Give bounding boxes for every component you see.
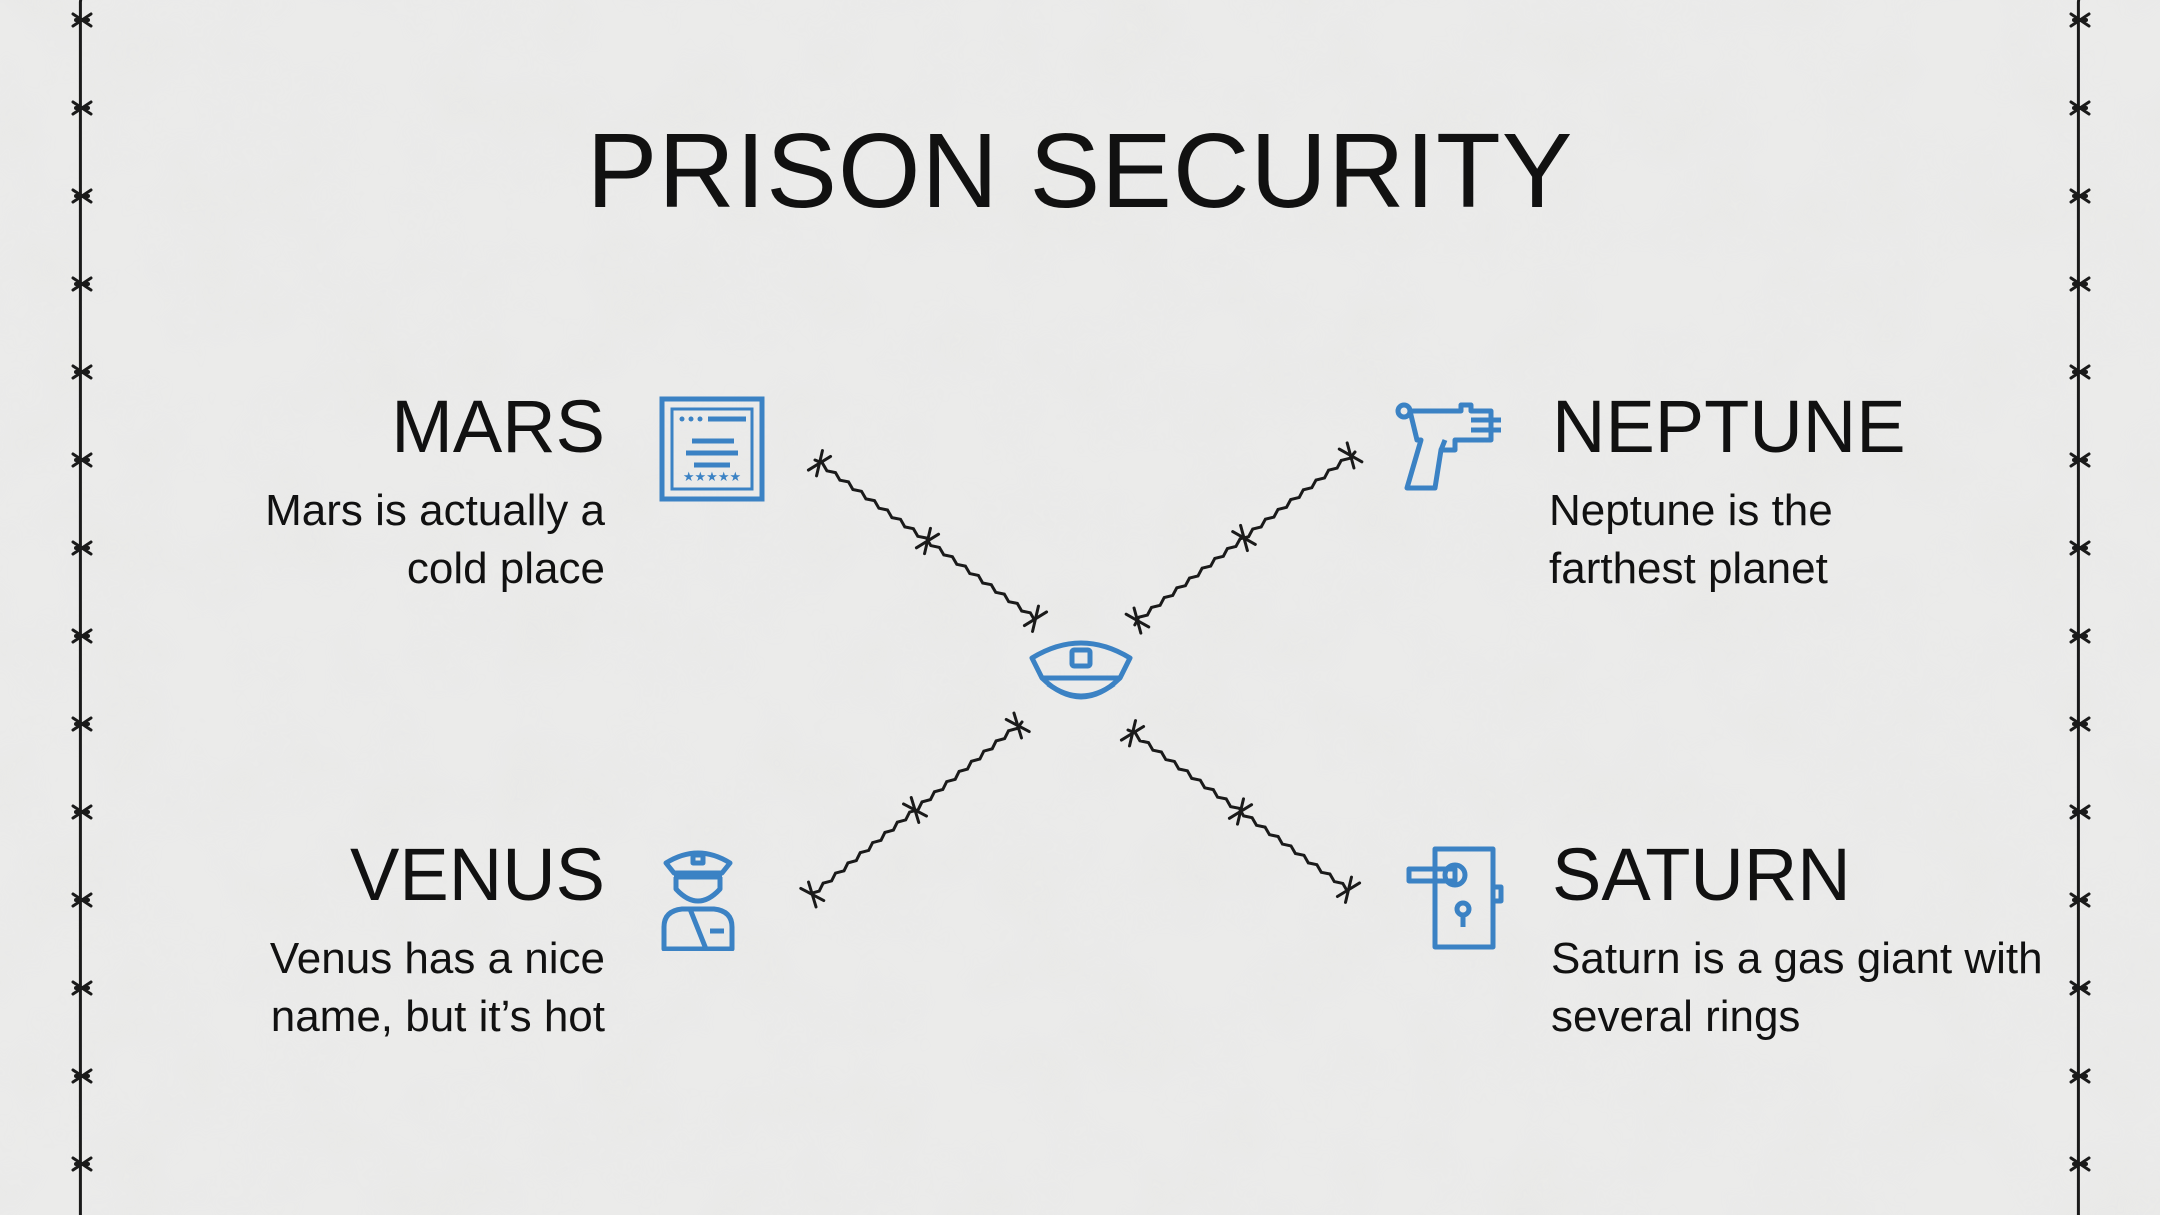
document-icon: ★★★★★ <box>659 396 765 502</box>
pistol-icon <box>1395 402 1501 491</box>
venus-title: VENUS <box>350 833 605 916</box>
door-lock-icon <box>1406 846 1504 950</box>
cross-barbed-wire <box>799 441 1364 909</box>
mars-title: MARS <box>391 385 605 468</box>
saturn-description: Saturn is a gas giant with several rings <box>1551 934 2043 1041</box>
page-title: PRISON SECURITY <box>586 112 1574 230</box>
police-cap-icon <box>1029 640 1133 700</box>
prison-guard-icon <box>661 850 735 951</box>
saturn-title: SATURN <box>1552 833 1851 916</box>
venus-description: Venus has a nice name, but it’s hot <box>269 934 605 1041</box>
left-barbed-wire <box>71 0 93 1215</box>
neptune-title: NEPTUNE <box>1552 385 1906 468</box>
svg-text:★★★★★: ★★★★★ <box>683 470 741 485</box>
neptune-description: Neptune is the farthest planet <box>1549 486 1833 593</box>
right-barbed-wire <box>2069 0 2091 1215</box>
mars-description: Mars is actually a cold place <box>265 486 605 593</box>
